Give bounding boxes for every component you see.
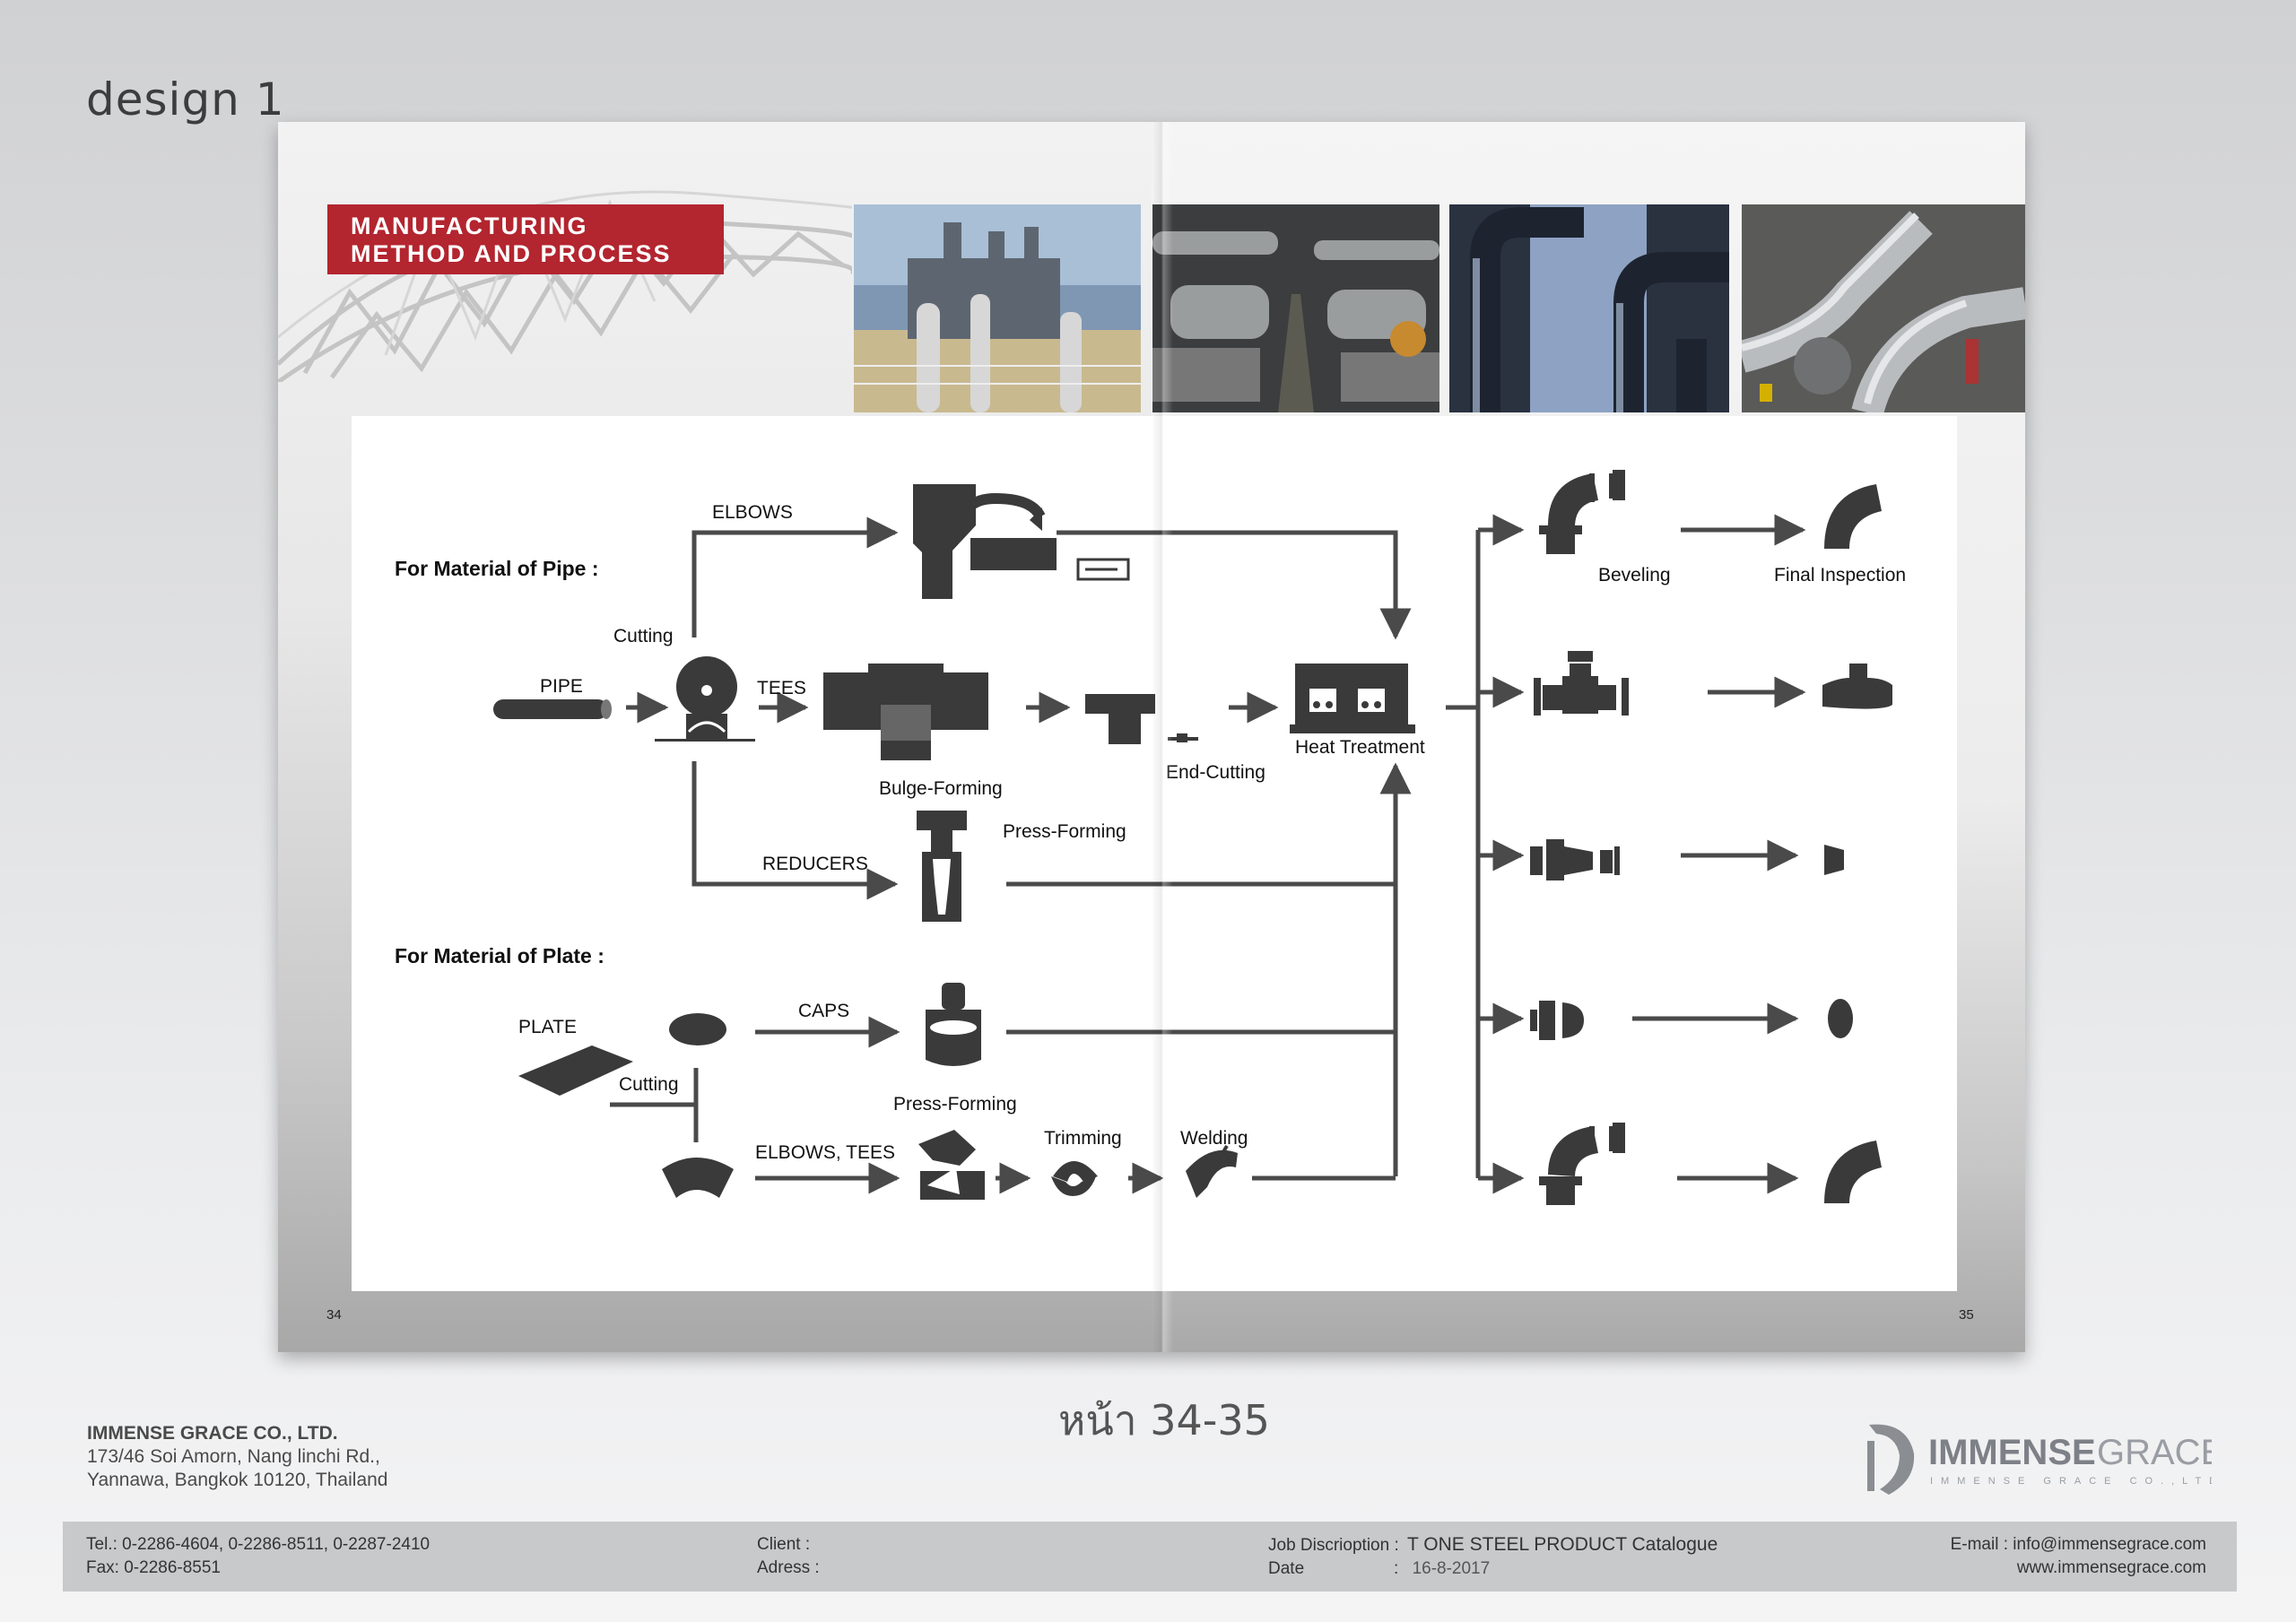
page-caption: หน้า 34-35 xyxy=(1058,1388,1270,1453)
label-trimming: Trimming xyxy=(1044,1128,1122,1149)
label-bulge-forming: Bulge-Forming xyxy=(879,778,1003,799)
label-press-forming-plate: Press-Forming xyxy=(893,1094,1017,1115)
final-tee-icon xyxy=(1822,664,1892,709)
footer-email-label: E-mail : xyxy=(1951,1535,2008,1554)
page-number-left: 34 xyxy=(326,1307,342,1323)
footer-bar: Tel.: 0-2286-4604, 0-2286-8511, 0-2287-2… xyxy=(63,1522,2237,1592)
label-press-forming-pipe: Press-Forming xyxy=(1003,821,1126,842)
page-number-right: 35 xyxy=(1959,1307,1974,1323)
pipe-icon xyxy=(493,699,612,719)
page-fold xyxy=(1152,122,1173,1352)
heat-treatment-furnace-icon xyxy=(1290,664,1415,733)
label-cutting-pipe: Cutting xyxy=(613,626,674,646)
footer-date-label: Date xyxy=(1268,1557,1394,1581)
label-caps: CAPS xyxy=(798,1001,849,1021)
logo-text-grace: GRACE xyxy=(2097,1433,2212,1472)
elbow-press-icon xyxy=(913,484,1128,599)
beveling-elbow-icon xyxy=(1539,470,1625,554)
company-address-line-2: Yannawa, Bangkok 10120, Thailand xyxy=(87,1469,387,1492)
press-forming-elbow-icon xyxy=(918,1130,985,1200)
final-cap-icon xyxy=(1828,999,1853,1038)
footer-date-sep: : xyxy=(1394,1559,1398,1578)
cut-disc-icon xyxy=(669,1013,726,1045)
label-beveling: Beveling xyxy=(1598,565,1671,585)
plate-icon xyxy=(518,1045,633,1096)
label-end-cutting: End-Cutting xyxy=(1166,762,1265,783)
footer-job-value: T ONE STEEL PRODUCT Catalogue xyxy=(1407,1534,1718,1555)
footer-client-label: Client : xyxy=(757,1533,820,1557)
plate-heading: For Material of Plate : xyxy=(395,944,604,967)
reducer-press-icon xyxy=(917,811,967,922)
logo-text-immense: IMMENSE xyxy=(1928,1433,2096,1472)
label-reducers: REDUCERS xyxy=(762,854,868,874)
logo-tagline: IMMENSE GRACE CO.,LTD. xyxy=(1930,1476,2212,1487)
footer-email-value[interactable]: info@immensegrace.com xyxy=(2013,1535,2206,1554)
label-tees: TEES xyxy=(757,678,806,698)
beveling-reducer-icon xyxy=(1530,839,1620,880)
footer-tel: Tel.: 0-2286-4604, 0-2286-8511, 0-2287-2… xyxy=(86,1533,430,1557)
label-pipe: PIPE xyxy=(540,676,583,697)
curved-plate-segment-icon xyxy=(662,1158,734,1198)
pipe-heading: For Material of Pipe : xyxy=(395,557,598,580)
bulge-forming-icon xyxy=(823,664,988,760)
label-heat-treatment: Heat Treatment xyxy=(1295,737,1425,758)
beveling-elbow-2-icon xyxy=(1539,1123,1625,1205)
label-cutting-plate: Cutting xyxy=(619,1074,679,1095)
immense-grace-logo: IMMENSE GRACE IMMENSE GRACE CO.,LTD. xyxy=(1860,1418,2212,1498)
footer-website[interactable]: www.immensegrace.com xyxy=(1951,1557,2206,1580)
company-address-line-1: 173/46 Soi Amorn, Nang linchi Rd., xyxy=(87,1445,387,1469)
beveling-tee-icon xyxy=(1534,651,1629,716)
company-name: IMMENSE GRACE CO., LTD. xyxy=(87,1422,387,1445)
final-elbow-2-icon xyxy=(1824,1141,1882,1203)
final-reducer-icon xyxy=(1824,845,1844,875)
cutting-saw-icon xyxy=(655,656,755,742)
footer-address-label: Adress : xyxy=(757,1557,820,1580)
trimming-half-ring-icon xyxy=(1051,1161,1098,1196)
final-elbow-icon xyxy=(1824,484,1882,549)
footer-job-label: Job Discrioption : xyxy=(1268,1536,1399,1555)
tee-fitting-icon xyxy=(1085,694,1198,744)
company-info: IMMENSE GRACE CO., LTD. 173/46 Soi Amorn… xyxy=(87,1422,387,1492)
footer-fax: Fax: 0-2286-8551 xyxy=(86,1557,430,1580)
design-label: design 1 xyxy=(86,74,285,126)
label-welding: Welding xyxy=(1180,1128,1248,1149)
welded-elbow-icon xyxy=(1186,1146,1238,1198)
footer-date-value: 16-8-2017 xyxy=(1413,1559,1491,1578)
catalog-spread: MANUFACTURING METHOD AND PROCESS xyxy=(278,122,2025,1352)
caps-press-icon xyxy=(926,983,981,1066)
label-elbows-tees: ELBOWS, TEES xyxy=(755,1142,895,1163)
label-plate: PLATE xyxy=(518,1017,577,1037)
label-final-inspection: Final Inspection xyxy=(1774,565,1906,585)
beveling-cap-icon xyxy=(1530,1001,1584,1040)
label-elbows: ELBOWS xyxy=(712,502,793,523)
